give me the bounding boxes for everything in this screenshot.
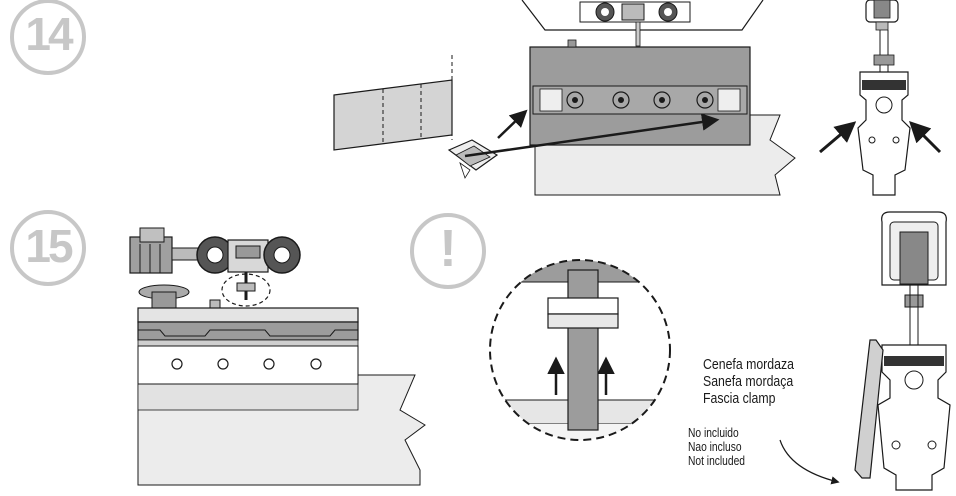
carriage-top [521,0,764,47]
fascia-strip-panel [333,55,453,151]
fascia-clamp-label-es: Cenefa mordaza [703,356,794,373]
side-section-view-15 [854,211,951,491]
rail-profile-14 [529,39,751,146]
arrow-pad-left [497,109,528,139]
carriage-assembly-15 [129,227,301,307]
step-15-badge [10,210,86,286]
side-section-view-14 [857,0,911,196]
step-15-number: 15 [25,220,73,272]
fascia-clamp-label-pt: Sanefa mordaça [703,373,794,390]
warning-badge [410,213,486,289]
arrow-clamp-right [909,121,942,154]
step-14-number: 14 [25,8,73,60]
rail-profile-15 [137,307,359,385]
warning-symbol: ! [439,220,457,278]
adhesive-pad [447,139,499,179]
pointer-arrow-fascia [779,439,840,485]
clip-piece-15 [138,284,221,335]
arrow-clamp-left [819,121,857,154]
not-included-label-en: Not included [688,454,745,468]
step-14-badge [10,0,86,75]
fascia-clamp-label-en: Fascia clamp [703,390,776,407]
not-included-label-pt: Nao incluso [688,440,742,454]
not-included-label-es: No incluido [688,426,739,440]
zoom-detail [489,259,671,441]
arrow-pad-right [464,113,720,158]
